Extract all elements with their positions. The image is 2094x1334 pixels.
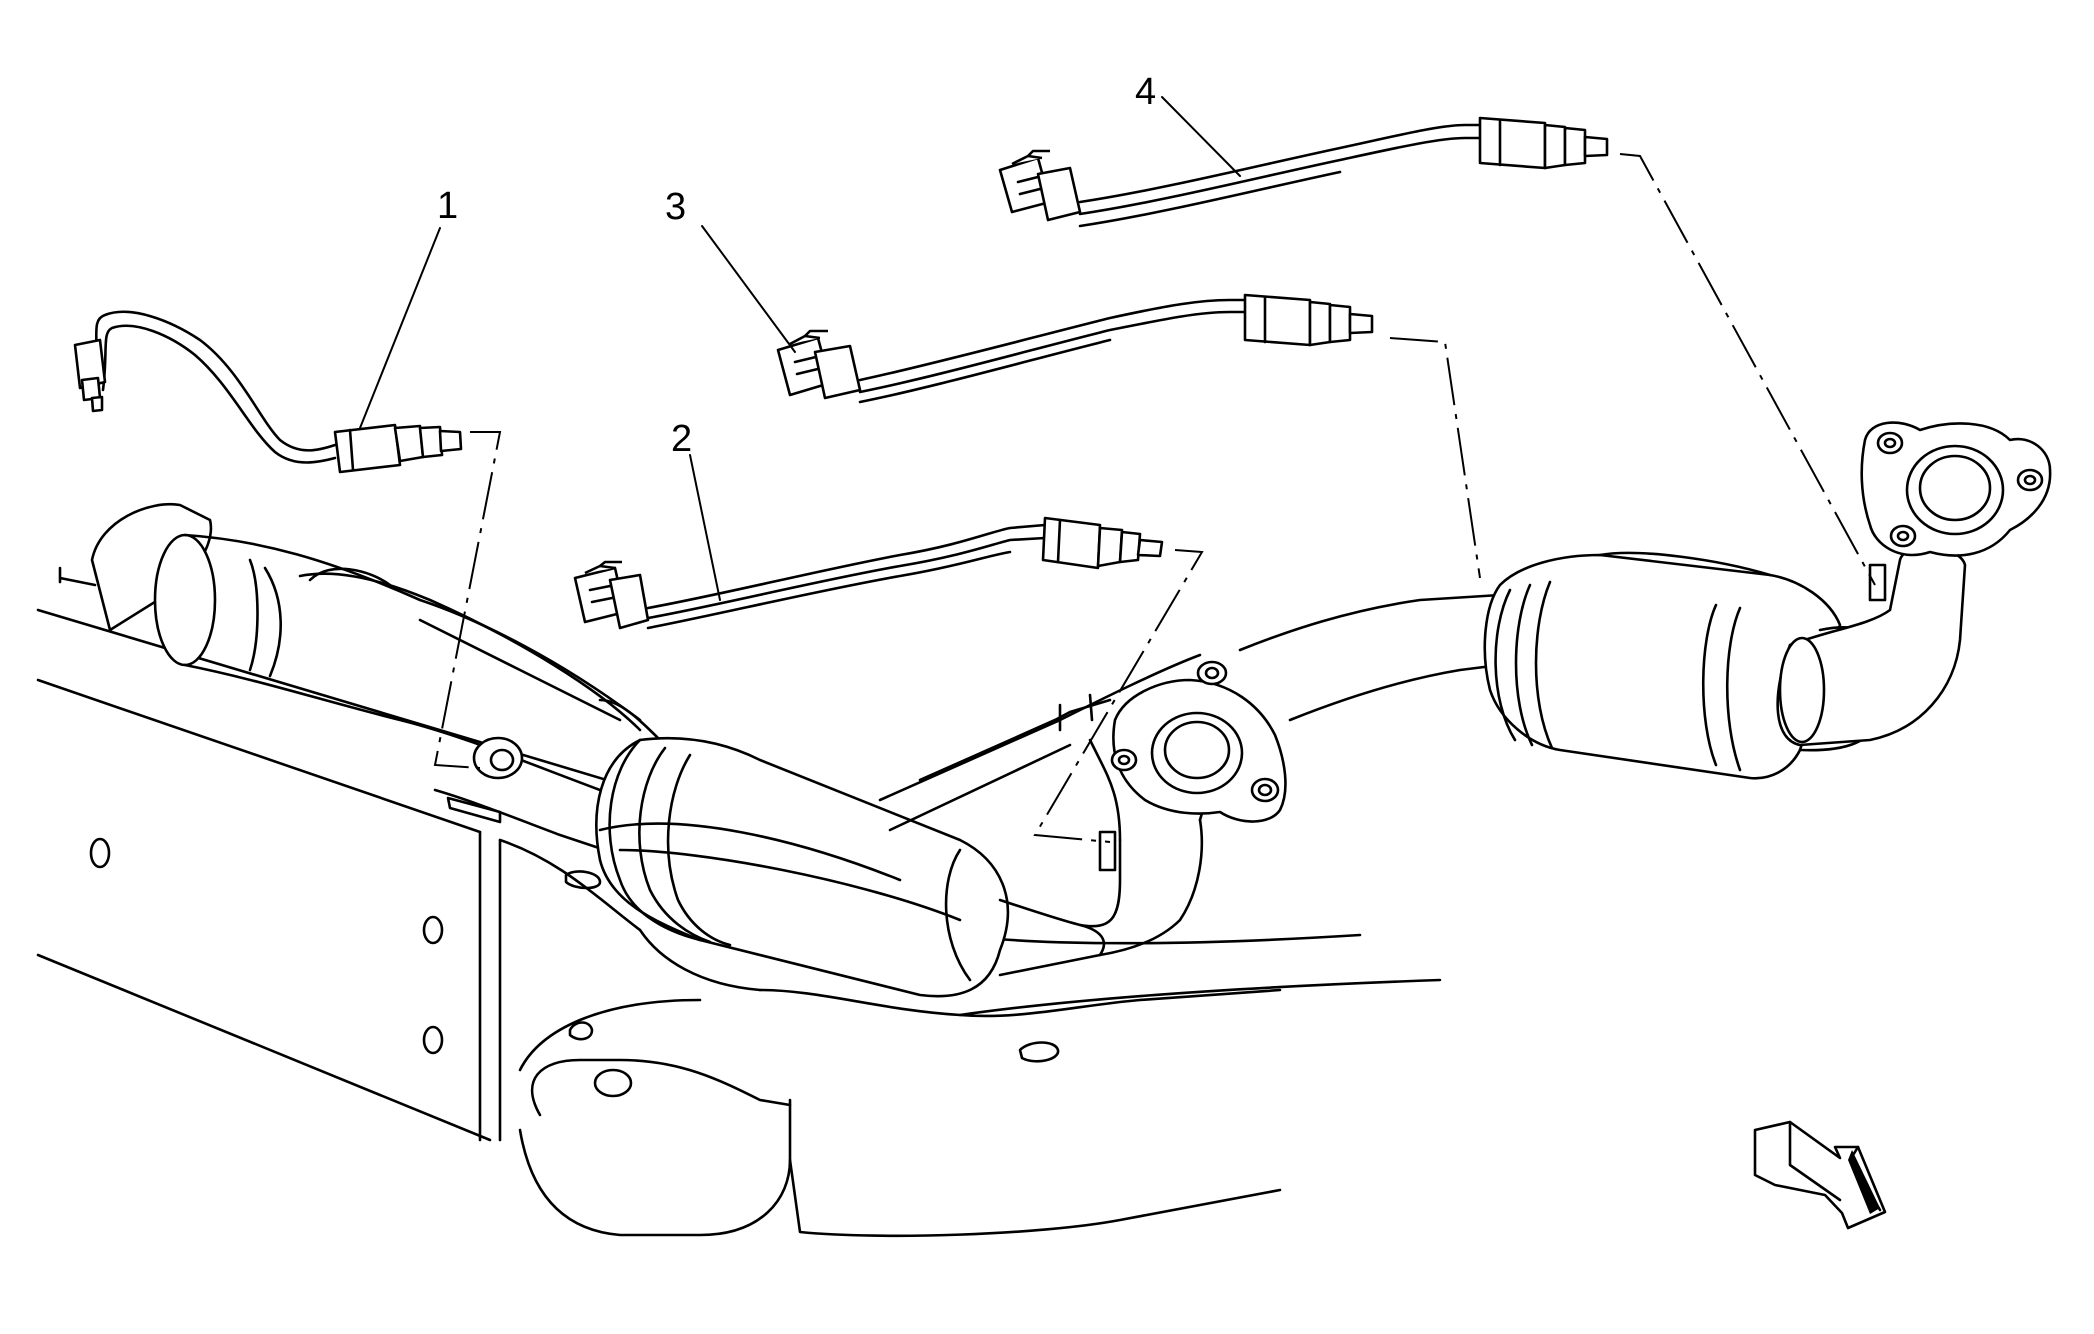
callout-4: 4 [1135, 71, 1156, 113]
left-flange-pipe [1078, 660, 1287, 957]
installation-guide-lines [433, 153, 1876, 843]
callout-leaders [359, 96, 1241, 601]
right-catalytic-converter [1483, 551, 1882, 780]
callout-2: 2 [671, 418, 692, 460]
left-catalytic-converter [595, 736, 1106, 998]
callout-1: 1 [437, 185, 458, 227]
oxygen-sensor-3 [776, 293, 1374, 404]
right-flange-pipe [1776, 421, 2052, 747]
left-sensor-boss [472, 736, 524, 780]
crossover-pipe [878, 593, 1502, 832]
callout-labels: 1 2 3 4 [437, 71, 1156, 460]
oxygen-sensor-1 [73, 310, 463, 474]
frame-crossmember [36, 608, 1442, 1238]
front-direction-arrow-icon [1753, 1120, 1887, 1230]
callout-3: 3 [665, 186, 686, 228]
oxygen-sensor-2 [573, 516, 1164, 630]
left-exhaust-pipe [58, 502, 662, 792]
oxygen-sensor-4 [998, 116, 1609, 228]
